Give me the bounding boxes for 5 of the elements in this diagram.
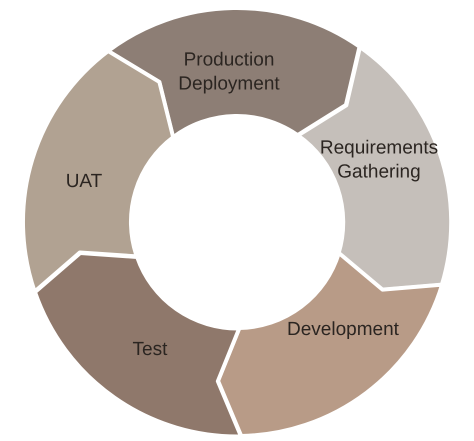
segment-label: Requirements Gathering (320, 136, 438, 184)
segment-label: Development (287, 318, 399, 342)
segment-label: Production Deployment (177, 48, 281, 96)
segment-label: Test (132, 338, 168, 362)
segment-label: UAT (66, 170, 102, 194)
